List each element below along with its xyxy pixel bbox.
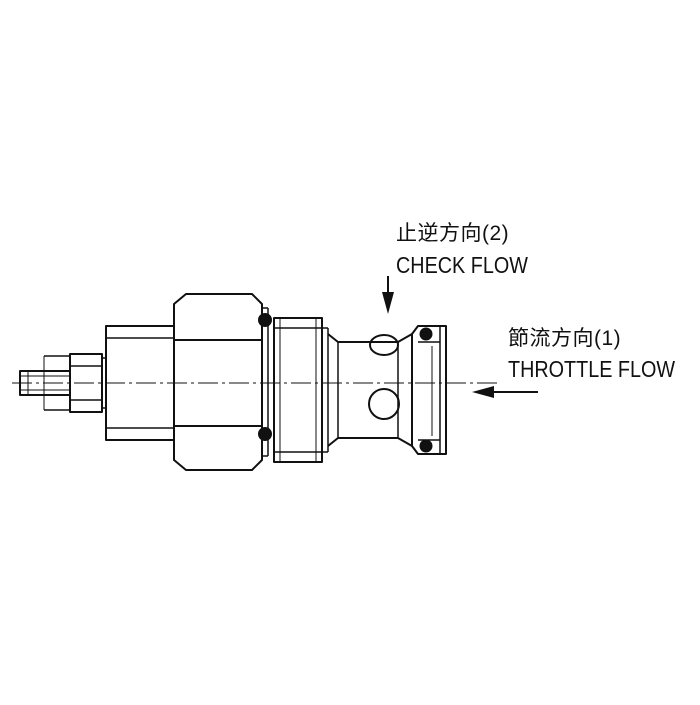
lock-nut	[69, 353, 107, 413]
arrow-down-icon	[382, 276, 394, 314]
check-flow-label-en: CHECK FLOW	[396, 252, 528, 278]
cartridge-sleeve	[327, 333, 413, 447]
o-ring-lower	[258, 427, 272, 441]
cartridge-thread	[273, 317, 329, 463]
arrow-left-icon	[472, 386, 538, 398]
flow-port-lower	[368, 388, 400, 420]
nose-o-ring-lower	[419, 439, 433, 453]
throttle-flow-label-cn: 節流方向(1)	[508, 327, 622, 350]
stem-thread	[19, 355, 71, 411]
throttle-flow-label-en: THROTTLE FLOW	[508, 356, 676, 382]
flow-port-upper	[369, 334, 399, 356]
check-flow-label-cn: 止逆方向(2)	[396, 222, 510, 245]
o-ring-upper	[258, 313, 272, 327]
cartridge-nose	[411, 325, 447, 455]
nose-o-ring-upper	[419, 327, 433, 341]
main-hex-nut	[173, 293, 269, 471]
